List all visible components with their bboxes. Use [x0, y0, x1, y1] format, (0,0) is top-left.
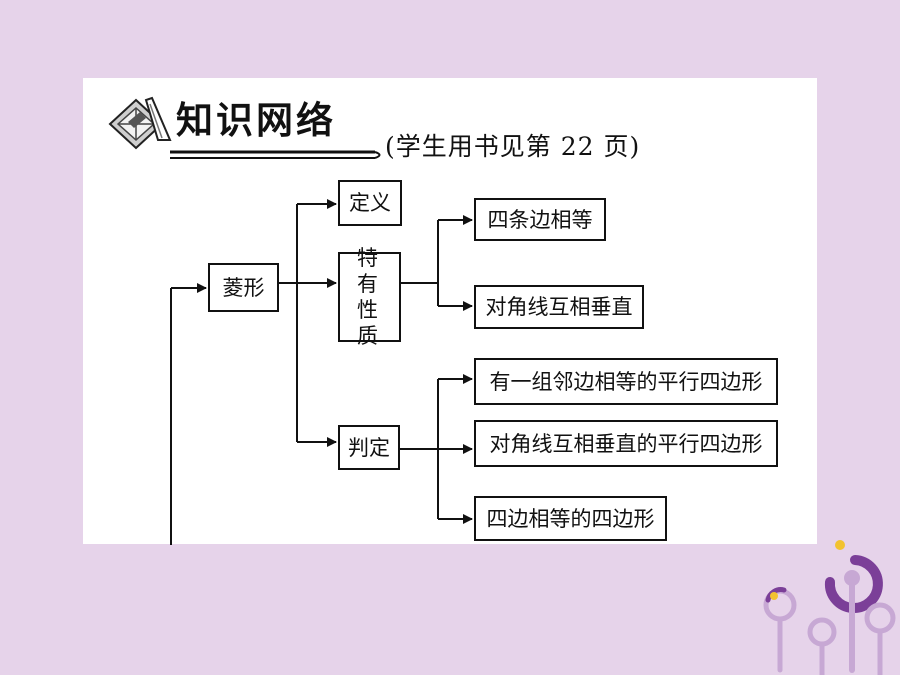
- node-definition: 定义: [338, 180, 402, 226]
- node-criteria-3: 四边相等的四边形: [474, 496, 667, 541]
- node-criteria: 判定: [338, 425, 400, 470]
- node-criteria-1: 有一组邻边相等的平行四边形: [474, 358, 778, 405]
- node-property-2: 对角线互相垂直: [474, 285, 644, 329]
- tiled-square-icon: [108, 96, 172, 150]
- title-underline: [170, 150, 381, 159]
- node-properties: 特有性质: [338, 246, 401, 348]
- decorative-circles: [763, 540, 896, 675]
- node-criteria-2: 对角线互相垂直的平行四边形: [474, 420, 778, 467]
- section-title: 知识网络: [176, 99, 336, 142]
- node-property-1: 四条边相等: [474, 198, 606, 241]
- page-reference: (学生用书见第 22 页): [385, 132, 641, 161]
- node-rhombus: 菱形: [208, 263, 279, 312]
